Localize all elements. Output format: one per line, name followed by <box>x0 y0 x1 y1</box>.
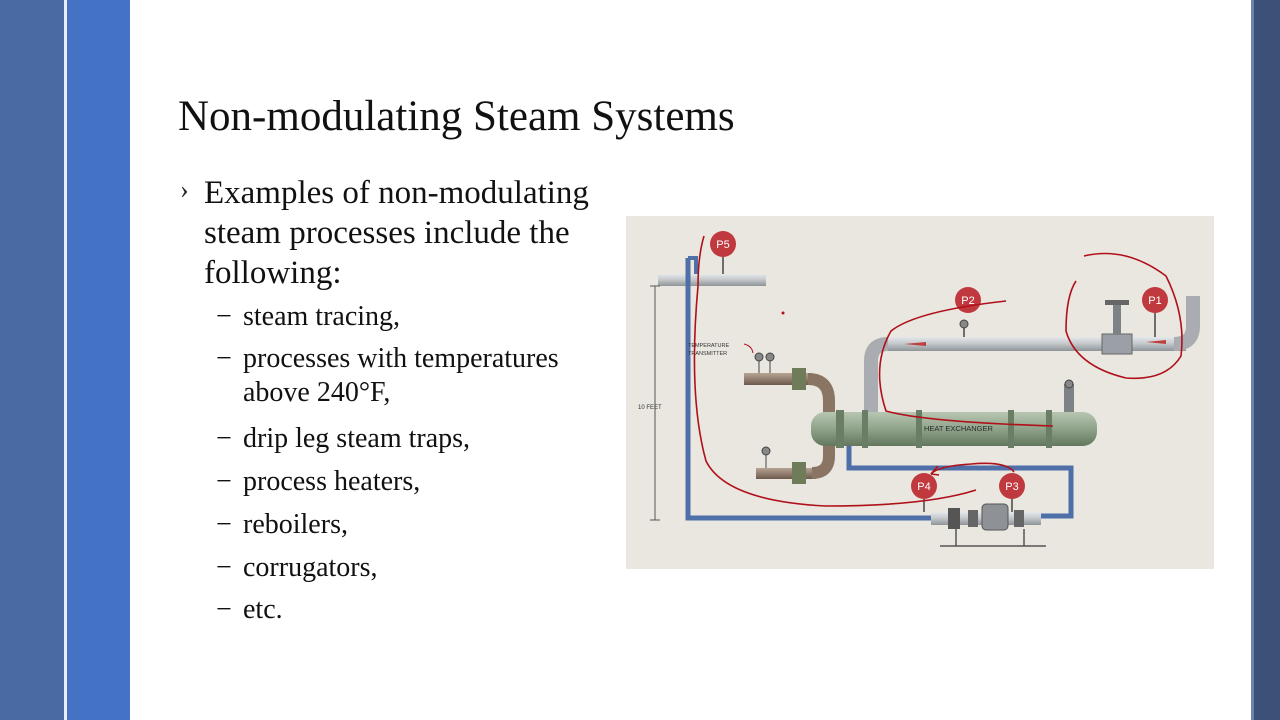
pressure-marker-label: P2 <box>961 295 974 307</box>
outlet-elbow <box>811 442 835 479</box>
control-valve <box>1101 333 1133 355</box>
sub-bullet-marker: − <box>216 301 232 332</box>
steam-flow-arrow <box>1146 340 1166 344</box>
sub-bullet-label: drip leg steam traps, <box>243 423 471 454</box>
annotation-loop-p2 <box>878 300 1054 427</box>
sub-bullet-label: process heaters, <box>243 466 421 497</box>
pressure-marker-p2: P2 <box>955 287 981 313</box>
steam-trap <box>981 503 1009 531</box>
right-decor-edge <box>1251 0 1254 720</box>
left-decor-band <box>0 0 130 720</box>
steam-supply-riser <box>1173 296 1200 351</box>
annotation-loop-p5-p4 <box>693 235 977 507</box>
pressure-marker-label: P1 <box>1148 295 1161 307</box>
outlet-pipe <box>756 468 816 479</box>
sub-bullet-label: processes with temperatures <box>243 343 559 374</box>
bullet-line: steam processes include the <box>204 215 570 251</box>
left-decor-stripe <box>0 0 64 720</box>
outlet-valve <box>792 462 806 484</box>
sub-bullet-marker: − <box>216 343 232 374</box>
annotation-arrow-p3-p4 <box>930 462 1015 475</box>
pressure-marker-label: P4 <box>917 481 930 493</box>
temperature-transmitter-label: TRANSMITTER <box>688 351 727 357</box>
sub-bullet-label: steam tracing, <box>243 301 401 332</box>
bullet-line: Examples of non-modulating <box>204 175 589 211</box>
steam-supply-pipe <box>881 337 1186 351</box>
annotation-dot <box>781 311 785 315</box>
transmitter-pointer <box>743 343 754 354</box>
sub-bullet-label: etc. <box>243 594 283 625</box>
pressure-marker-p1: P1 <box>1142 287 1168 313</box>
pressure-marker-p5: P5 <box>710 231 736 257</box>
bullet-marker: › <box>180 175 189 204</box>
slide-title: Non-modulating Steam Systems <box>178 93 735 140</box>
sub-bullet-marker: − <box>216 466 232 497</box>
sub-bullet-marker: − <box>216 423 232 454</box>
exchanger-drain-pipe <box>846 441 1074 519</box>
inlet-valve <box>792 368 806 390</box>
diagram-canvas: 10 FEET TEMPERATURE TRANSMITTER <box>638 231 1200 547</box>
annotation-loop-p1 <box>1065 252 1183 380</box>
right-decor-band <box>1251 0 1280 720</box>
bullet-text: Examples of non-modulating steam process… <box>204 173 649 293</box>
sub-bullet-marker: − <box>216 552 232 583</box>
heat-exchanger <box>811 412 1097 446</box>
steam-system-diagram: 10 FEET TEMPERATURE TRANSMITTER <box>626 216 1214 569</box>
sub-bullet-marker: − <box>216 509 232 540</box>
strainer <box>948 508 960 529</box>
inlet-elbow <box>807 373 835 414</box>
sub-bullet-marker: − <box>216 594 232 625</box>
sub-bullet-label: corrugators, <box>243 552 378 583</box>
pressure-marker-label: P3 <box>1005 481 1018 493</box>
bullet-line: following: <box>204 255 342 291</box>
pressure-marker-p4: P4 <box>911 473 937 499</box>
temperature-transmitter-label: TEMPERATURE <box>688 343 729 349</box>
sub-bullet-label-continued: above 240°F, <box>243 377 391 408</box>
height-dimension-label: 10 FEET <box>638 405 662 411</box>
pressure-marker-p3: P3 <box>999 473 1025 499</box>
sub-bullet-label: reboilers, <box>243 509 348 540</box>
steam-flow-arrow <box>904 342 926 346</box>
p5-header-pipe <box>658 274 766 286</box>
condensate-return-pipe <box>685 258 931 521</box>
left-decor-line <box>64 0 67 720</box>
heat-exchanger-label: HEAT EXCHANGER <box>924 424 993 433</box>
pressure-marker-label: P5 <box>716 239 729 251</box>
